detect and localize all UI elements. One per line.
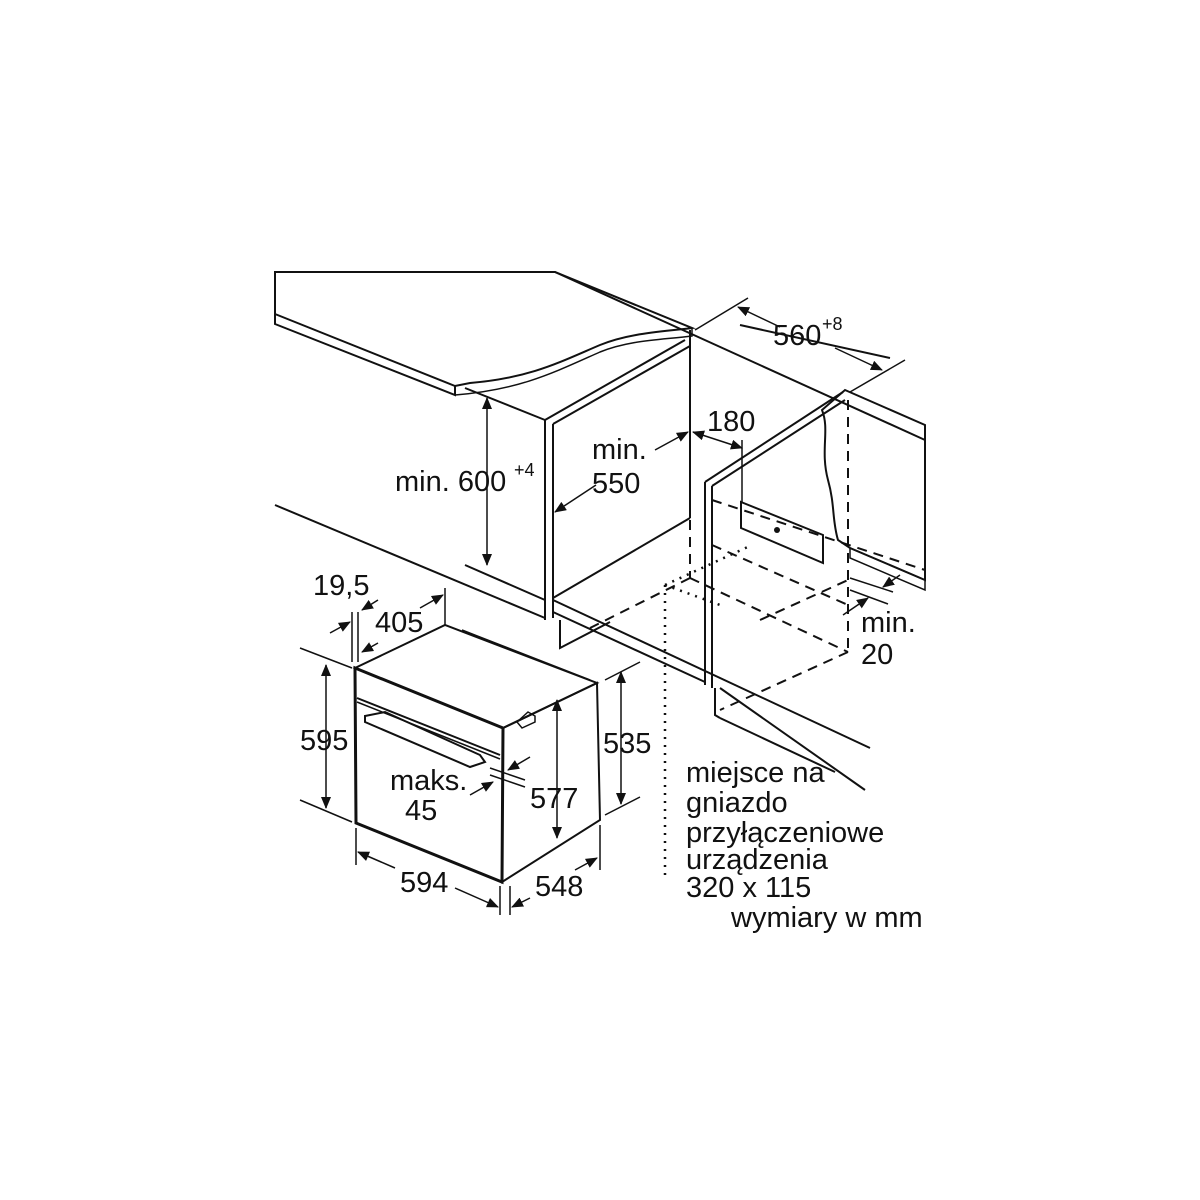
cabinet-depth-value: 550 bbox=[592, 468, 640, 500]
oven-height-label: 595 bbox=[300, 725, 348, 757]
note-line: gniazdo bbox=[686, 787, 788, 819]
countertop-height-tolerance: +4 bbox=[514, 460, 535, 480]
niche-width-label: 560 bbox=[773, 320, 821, 352]
right-cabinet-panel bbox=[704, 391, 866, 791]
note-line: przyłączeniowe bbox=[686, 817, 884, 849]
left-countertop bbox=[274, 271, 926, 441]
niche-width-tolerance: +8 bbox=[822, 314, 843, 334]
oven-width-label: 594 bbox=[400, 867, 448, 899]
socket-note: miejsce na gniazdo przyłączeniowe urządz… bbox=[686, 757, 884, 904]
socket-offset-label: 180 bbox=[707, 406, 755, 438]
oven-depth-label: 548 bbox=[535, 871, 583, 903]
dimension-lines bbox=[299, 297, 906, 915]
hidden-niche-outline bbox=[589, 400, 926, 880]
note-line: miejsce na bbox=[686, 757, 825, 789]
depth-top-label: 405 bbox=[375, 607, 423, 639]
right-countertop bbox=[739, 324, 926, 592]
rear-gap-value: 20 bbox=[861, 639, 893, 671]
note-line: 320 x 115 bbox=[686, 872, 811, 904]
handle-value: 45 bbox=[405, 795, 437, 827]
units-note: wymiary w mm bbox=[730, 902, 923, 934]
left-cabinet bbox=[274, 330, 871, 749]
countertop-height-label: min. 600 bbox=[395, 466, 506, 498]
oven bbox=[352, 623, 602, 885]
side-height-label: 535 bbox=[603, 728, 651, 760]
body-height-label: 577 bbox=[530, 783, 578, 815]
panel-thickness-label: 19,5 bbox=[313, 570, 369, 602]
cabinet-depth-label: min. bbox=[592, 434, 647, 466]
handle-label: maks. bbox=[390, 765, 467, 797]
rear-gap-label: min. bbox=[861, 607, 916, 639]
socket-area bbox=[740, 500, 824, 565]
note-line: urządzenia bbox=[686, 844, 829, 876]
